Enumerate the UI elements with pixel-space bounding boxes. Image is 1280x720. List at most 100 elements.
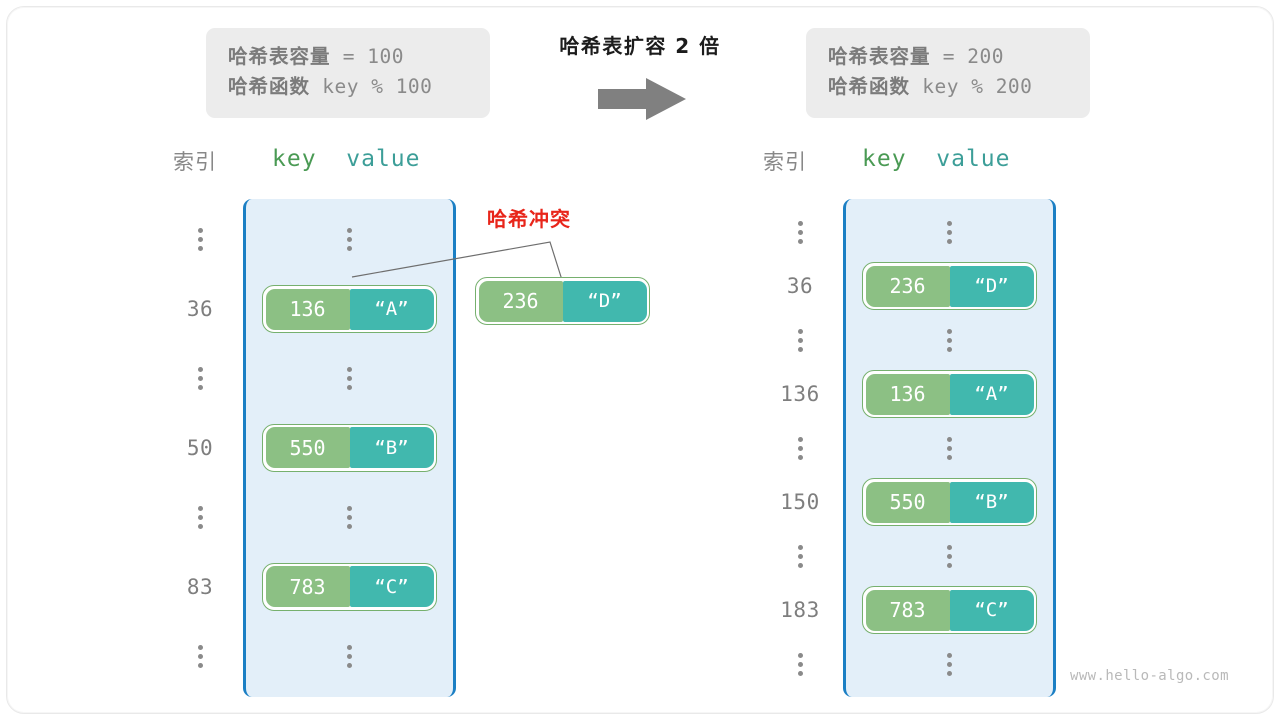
ellipsis-dot xyxy=(797,346,803,352)
ellipsis-dot xyxy=(347,662,352,668)
left-bucket-row: 783“C” xyxy=(262,562,437,611)
right-capacity-label: 哈希表容量 xyxy=(828,45,931,68)
right-hashfn-expr: key % 200 xyxy=(910,75,1033,98)
left-capacity-expr: = 100 xyxy=(330,45,404,68)
kv-pair[interactable]: 550“B” xyxy=(262,423,437,472)
left-hashfn-line: 哈希函数 key % 100 xyxy=(228,72,468,102)
right-bucket-row: 136“A” xyxy=(862,370,1037,418)
ellipsis-dot xyxy=(797,229,803,235)
ellipsis-dot xyxy=(797,445,803,451)
ellipsis-dot xyxy=(197,376,203,382)
ellipsis-dot xyxy=(947,454,952,460)
left-index-ellipsis xyxy=(197,216,203,264)
kv-pair[interactable]: 136“A” xyxy=(262,285,437,334)
left-bucket-row: 550“B” xyxy=(262,423,437,472)
right-capacity-line: 哈希表容量 = 200 xyxy=(828,42,1068,72)
kv-pair[interactable]: 136“A” xyxy=(862,370,1037,418)
left-kv-header: key value xyxy=(272,146,421,172)
kv-key: 550 xyxy=(265,427,350,469)
ellipsis-dot xyxy=(797,454,803,460)
ellipsis-dot xyxy=(197,385,203,391)
right-index-label: 183 xyxy=(780,598,820,622)
right-index-label: 36 xyxy=(786,274,814,298)
right-bucket-ellipsis xyxy=(947,424,952,472)
left-bucket-ellipsis xyxy=(347,216,352,264)
ellipsis-dot xyxy=(197,246,203,252)
ellipsis-dot xyxy=(947,661,952,667)
left-bucket-row xyxy=(347,216,352,264)
arrow-right-icon xyxy=(598,78,686,120)
left-bucket-array: 136“A” 550“B” 783“C” xyxy=(243,199,456,697)
right-bucket-row: 236“D” xyxy=(862,262,1037,310)
right-index-label: 150 xyxy=(780,490,820,514)
kv-value: “B” xyxy=(949,481,1034,523)
right-hashfn-label: 哈希函数 xyxy=(828,75,911,98)
ellipsis-dot xyxy=(797,661,803,667)
expand-title: 哈希表扩容 2 倍 xyxy=(559,34,721,58)
ellipsis-dot xyxy=(347,367,352,373)
ellipsis-dot xyxy=(347,523,352,529)
diagram-frame xyxy=(6,6,1274,714)
left-value-header: value xyxy=(346,146,421,172)
right-bucket-row xyxy=(947,316,952,364)
left-bucket-row: 136“A” xyxy=(262,285,437,334)
ellipsis-dot xyxy=(347,376,352,382)
ellipsis-dot xyxy=(197,237,203,243)
ellipsis-dot xyxy=(197,653,203,659)
left-hashfn-label: 哈希函数 xyxy=(228,75,311,98)
ellipsis-dot xyxy=(947,652,952,658)
kv-pair[interactable]: 236“D” xyxy=(475,277,650,325)
right-index-ellipsis xyxy=(797,316,803,364)
left-bucket-row xyxy=(347,632,352,680)
kv-pair[interactable]: 236“D” xyxy=(862,262,1037,310)
ellipsis-dot xyxy=(347,237,352,243)
left-bucket-ellipsis xyxy=(347,632,352,680)
collision-leader-lines xyxy=(351,241,563,281)
collision-label: 哈希冲突 xyxy=(487,207,571,231)
ellipsis-dot xyxy=(947,328,952,334)
floating-collision-entry: 236“D” xyxy=(475,277,650,325)
ellipsis-dot xyxy=(947,229,952,235)
ellipsis-dot xyxy=(947,670,952,676)
kv-key: 136 xyxy=(865,373,950,415)
ellipsis-dot xyxy=(797,652,803,658)
ellipsis-dot xyxy=(797,238,803,244)
left-bucket-ellipsis xyxy=(347,493,352,541)
left-index-ellipsis xyxy=(197,355,203,403)
kv-key: 783 xyxy=(865,589,950,631)
right-bucket-array: 236“D” 136“A” 550“B” 783“C” xyxy=(843,199,1056,697)
right-bucket-ellipsis xyxy=(947,640,952,688)
left-index-header: 索引 xyxy=(173,150,217,174)
right-bucket-ellipsis xyxy=(947,532,952,580)
kv-pair[interactable]: 550“B” xyxy=(862,478,1037,526)
kv-key: 236 xyxy=(865,265,950,307)
ellipsis-dot xyxy=(197,644,203,650)
right-hashfn-line: 哈希函数 key % 200 xyxy=(828,72,1068,102)
kv-pair[interactable]: 783“C” xyxy=(862,586,1037,634)
ellipsis-dot xyxy=(197,228,203,234)
left-index-label: 50 xyxy=(186,435,214,460)
ellipsis-dot xyxy=(947,544,952,550)
ellipsis-dot xyxy=(197,367,203,373)
left-key-header: key xyxy=(272,146,317,172)
watermark: www.hello-algo.com xyxy=(1070,668,1229,684)
kv-pair[interactable]: 783“C” xyxy=(262,562,437,611)
left-index-label: 83 xyxy=(186,574,214,599)
right-bucket-row xyxy=(947,208,952,256)
ellipsis-dot xyxy=(347,505,352,511)
right-bucket-row xyxy=(947,532,952,580)
right-hashtable-info-box: 哈希表容量 = 200 哈希函数 key % 200 xyxy=(806,28,1090,118)
right-index-ellipsis xyxy=(797,532,803,580)
right-kv-header: key value xyxy=(862,146,1011,172)
right-capacity-expr: = 200 xyxy=(930,45,1004,68)
right-bucket-ellipsis xyxy=(947,316,952,364)
ellipsis-dot xyxy=(797,553,803,559)
right-bucket-ellipsis xyxy=(947,208,952,256)
ellipsis-dot xyxy=(797,220,803,226)
right-index-header: 索引 xyxy=(763,150,807,174)
ellipsis-dot xyxy=(197,514,203,520)
ellipsis-dot xyxy=(947,562,952,568)
